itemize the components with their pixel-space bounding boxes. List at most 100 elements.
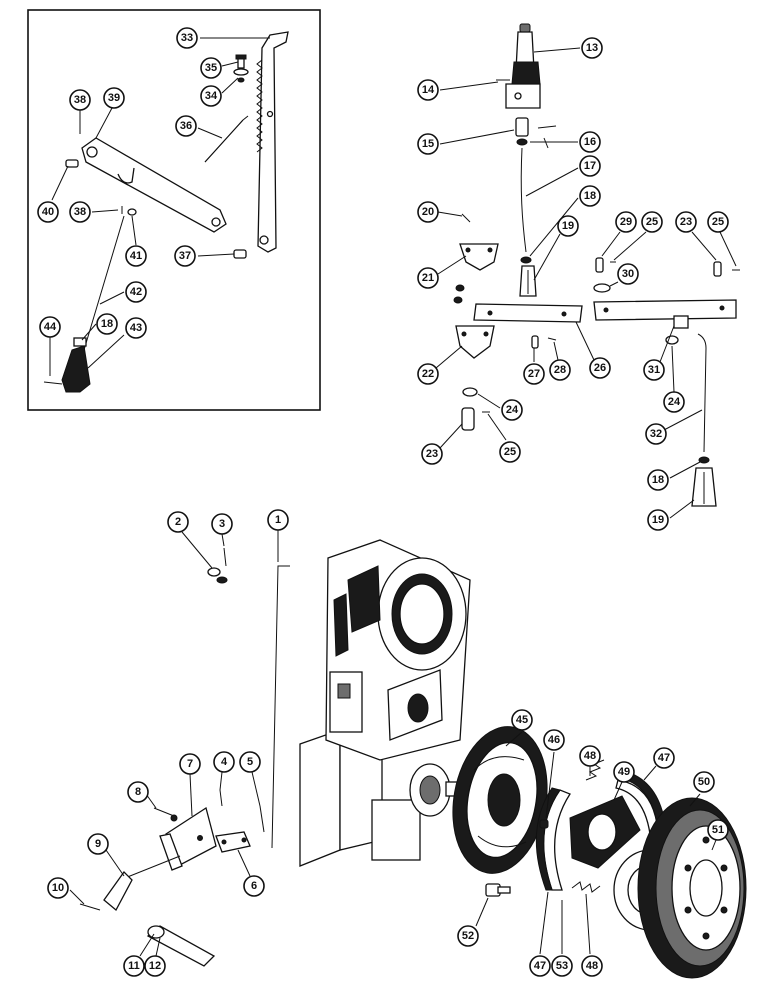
callout-23-upper: 23 — [675, 211, 697, 233]
shaft-11-12 — [146, 925, 216, 967]
callout-26: 26 — [589, 357, 611, 379]
svg-text:47: 47 — [534, 960, 546, 972]
washer-24-lower — [462, 387, 478, 397]
svg-text:10: 10 — [52, 882, 64, 894]
callout-41: 41 — [125, 245, 147, 267]
callout-53: 53 — [551, 955, 573, 977]
svg-text:2: 2 — [175, 516, 181, 528]
inset-pin-40 — [65, 159, 79, 168]
spring-48-lower — [571, 881, 601, 893]
callout-25-b: 25 — [707, 211, 729, 233]
callout-2: 2 — [167, 511, 189, 533]
svg-text:28: 28 — [554, 364, 566, 376]
svg-text:27: 27 — [528, 368, 540, 380]
inset-screw-35 — [235, 54, 247, 69]
callout-24-lower: 24 — [501, 399, 523, 421]
clevis-19-upper — [519, 265, 537, 297]
callout-40: 40 — [37, 201, 59, 223]
callout-35: 35 — [200, 57, 222, 79]
callout-21: 21 — [417, 267, 439, 289]
callout-17: 17 — [579, 155, 601, 177]
svg-text:30: 30 — [622, 268, 634, 280]
rod-1 — [271, 565, 290, 849]
link-pieces-15-16 — [515, 117, 557, 149]
callout-9: 9 — [87, 833, 109, 855]
callout-20: 20 — [417, 201, 439, 223]
callout-48-lower: 48 — [581, 955, 603, 977]
svg-text:47: 47 — [658, 752, 670, 764]
transmission-housing — [299, 539, 471, 867]
callout-32: 32 — [645, 423, 667, 445]
callout-48-upper: 48 — [579, 745, 601, 767]
callout-14: 14 — [417, 79, 439, 101]
nut-18-right — [698, 456, 710, 464]
callout-11: 11 — [123, 955, 145, 977]
callout-50: 50 — [693, 771, 715, 793]
callout-49: 49 — [613, 761, 635, 783]
inset-frame — [27, 9, 321, 411]
inset-rod-42 — [83, 208, 137, 351]
bracket-7 — [159, 806, 217, 871]
callout-3: 3 — [211, 513, 233, 535]
callout-25-c: 25 — [499, 441, 521, 463]
svg-text:37: 37 — [179, 250, 191, 262]
svg-text:50: 50 — [698, 776, 710, 788]
screw-20 — [461, 213, 471, 223]
inset-pin-37 — [233, 249, 247, 259]
callout-39: 39 — [103, 87, 125, 109]
svg-text:18: 18 — [652, 474, 664, 486]
bracket-22 — [455, 325, 495, 359]
svg-text:7: 7 — [187, 758, 193, 770]
callout-38a: 38 — [69, 89, 91, 111]
link-6 — [215, 831, 251, 853]
callout-38b: 38 — [69, 201, 91, 223]
brake-drum-50-51 — [637, 797, 747, 979]
svg-text:11: 11 — [128, 960, 140, 972]
svg-text:3: 3 — [219, 518, 225, 530]
svg-text:38: 38 — [74, 206, 86, 218]
callout-27: 27 — [523, 363, 545, 385]
cotter-4 — [219, 789, 223, 807]
svg-text:33: 33 — [181, 32, 193, 44]
callout-24-right: 24 — [663, 391, 685, 413]
svg-text:17: 17 — [584, 160, 596, 172]
actuator-plate-49 — [569, 795, 641, 869]
svg-text:15: 15 — [422, 138, 434, 150]
nuts-small — [453, 284, 465, 304]
callout-34: 34 — [200, 85, 222, 107]
nut-18-upper — [520, 256, 532, 264]
pin-27-28 — [531, 335, 557, 349]
svg-text:20: 20 — [422, 206, 434, 218]
callout-18-right: 18 — [647, 469, 669, 491]
svg-text:44: 44 — [44, 321, 57, 333]
callout-46: 46 — [543, 729, 565, 751]
inset-clevis-43 — [61, 337, 91, 393]
svg-text:1: 1 — [275, 514, 281, 526]
pin-46 — [539, 819, 549, 829]
svg-text:4: 4 — [221, 756, 228, 768]
washer-30 — [593, 283, 611, 293]
inset-washer-34 — [233, 68, 249, 83]
svg-text:19: 19 — [652, 514, 664, 526]
bracket-21 — [459, 243, 499, 271]
svg-text:21: 21 — [422, 272, 434, 284]
pin-5 — [259, 805, 265, 833]
pin-23-lower — [461, 407, 490, 431]
cross-bar-26 — [473, 303, 583, 323]
svg-text:52: 52 — [462, 930, 474, 942]
svg-text:41: 41 — [130, 250, 142, 262]
svg-text:5: 5 — [247, 756, 253, 768]
callout-19-upper: 19 — [557, 215, 579, 237]
svg-text:32: 32 — [650, 428, 662, 440]
callout-52: 52 — [457, 925, 479, 947]
svg-text:51: 51 — [712, 824, 724, 836]
callout-37: 37 — [174, 245, 196, 267]
callout-15: 15 — [417, 133, 439, 155]
bolt-52 — [485, 883, 511, 897]
callout-31: 31 — [643, 359, 665, 381]
svg-text:53: 53 — [556, 960, 568, 972]
callout-18-upper: 18 — [579, 185, 601, 207]
svg-text:39: 39 — [108, 92, 120, 104]
clevis-19-right — [691, 467, 717, 507]
